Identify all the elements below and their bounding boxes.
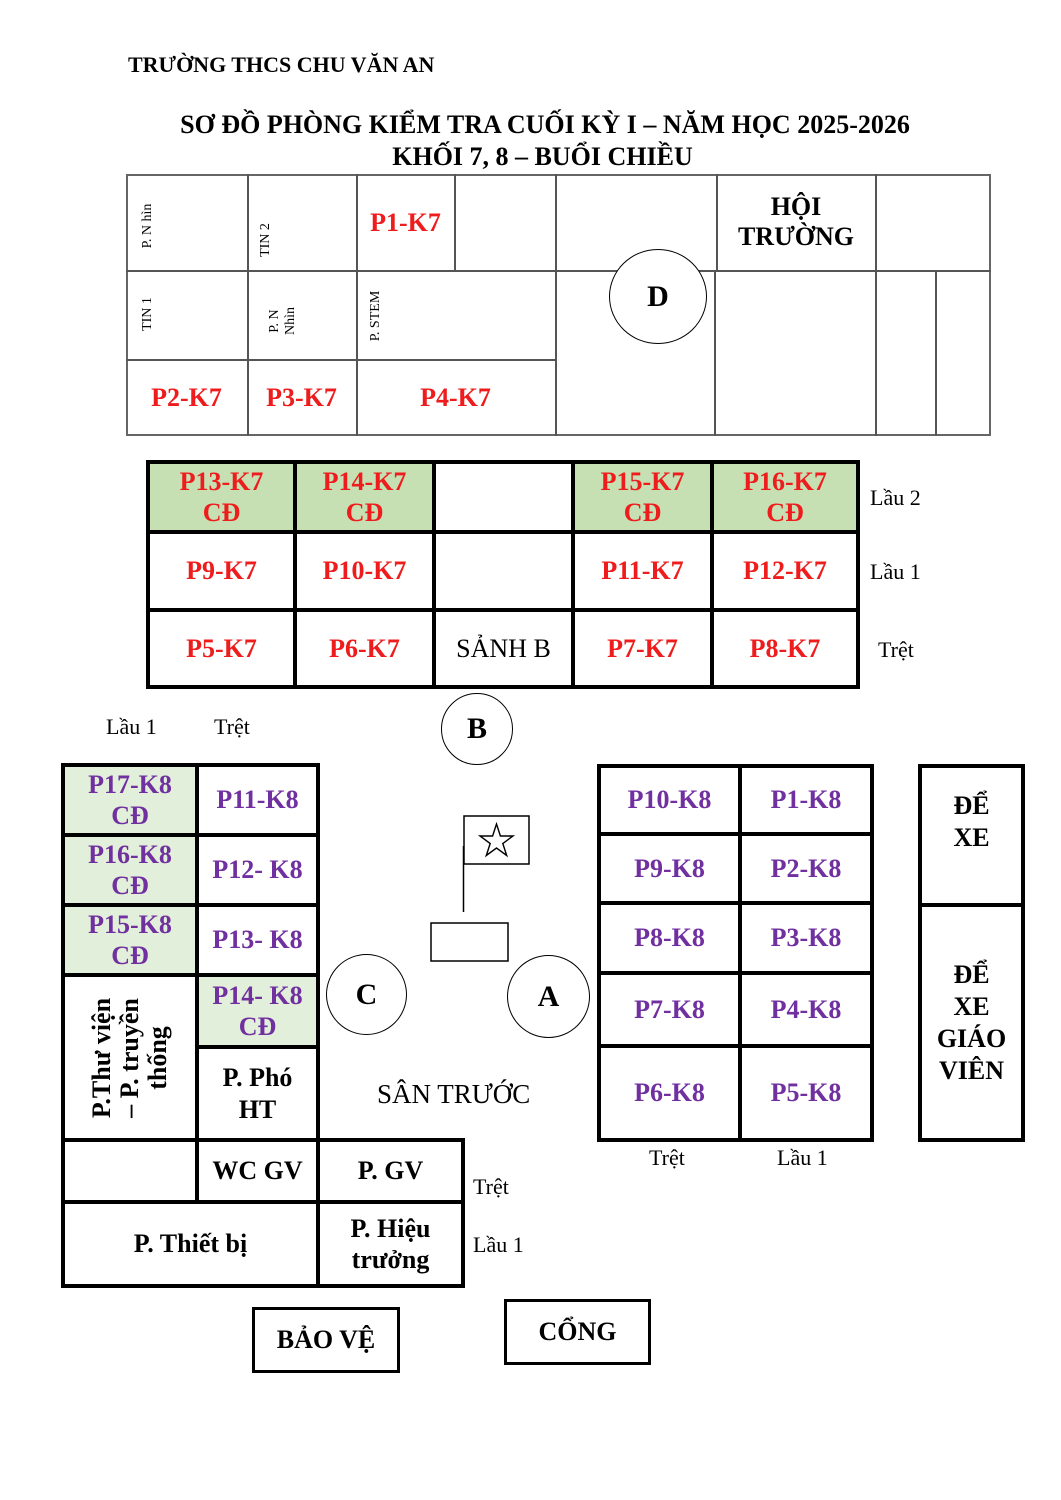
room-hoi-truong: HỘI TRƯỜNG xyxy=(716,186,876,258)
floor-label-lau1-c: Lầu 1 xyxy=(473,1232,524,1257)
floor-label-tret: Trệt xyxy=(878,637,914,662)
school-name: TRƯỜNG THCS CHU VĂN AN xyxy=(128,52,435,77)
marker-c: C xyxy=(326,954,407,1035)
room-p2-k7: P2-K7 xyxy=(151,383,222,412)
grid-line xyxy=(555,174,557,436)
grid-line xyxy=(714,270,716,436)
page-subtitle: KHỐI 7, 8 – BUỔI CHIỀU xyxy=(392,142,693,171)
room-empty-c xyxy=(61,1138,199,1204)
grid-line xyxy=(454,174,456,271)
school-gate: CỔNG xyxy=(504,1299,651,1365)
room-p2-k8: P2-K8 xyxy=(738,832,874,905)
room-p8-k7: P8-K7 xyxy=(710,608,860,689)
room-p10-k8: P10-K8 xyxy=(597,764,742,836)
room-p11-k7: P11-K7 xyxy=(571,530,714,612)
page-title: SƠ ĐỒ PHÒNG KIỂM TRA CUỐI KỲ I – NĂM HỌC… xyxy=(180,110,910,139)
building-d-outline xyxy=(126,174,991,436)
grid-line xyxy=(875,174,877,436)
room-p12-k8: P12- K8 xyxy=(195,833,320,907)
grid-line xyxy=(126,359,556,361)
room-tin1: TIN 1 xyxy=(140,297,155,331)
room-p7-k8: P7-K8 xyxy=(597,971,742,1048)
guard-house: BẢO VỆ xyxy=(252,1307,400,1373)
room-p12-k7: P12-K7 xyxy=(710,530,860,612)
room-p9-k8: P9-K8 xyxy=(597,832,742,905)
room-p1-k7: P1-K7 xyxy=(370,207,441,237)
room-p6-k7: P6-K7 xyxy=(293,608,436,689)
room-p5-k7: P5-K7 xyxy=(146,608,297,689)
room-p1-k8: P1-K8 xyxy=(738,764,874,836)
hoi-truong-line2: TRƯỜNG xyxy=(737,222,855,251)
room-empty-lau1 xyxy=(432,530,575,612)
col-label-lau1-a: Lầu 1 xyxy=(777,1145,828,1170)
hoi-truong-line1: HỘI xyxy=(770,192,822,221)
room-p9-k7: P9-K7 xyxy=(146,530,297,612)
floor-label-lau1: Lầu 1 xyxy=(870,559,921,584)
room-p13-k8: P13- K8 xyxy=(195,903,320,977)
col-label-tret-a: Trệt xyxy=(649,1145,685,1170)
marker-d: D xyxy=(609,249,707,344)
room-p7-k7: P7-K7 xyxy=(571,608,714,689)
room-thiet-bi: P. Thiết bị xyxy=(61,1200,320,1288)
col-label-tret: Trệt xyxy=(214,714,250,739)
room-p-nhin-top: P. N hìn xyxy=(140,203,155,249)
room-wc-gv: WC GV xyxy=(195,1138,320,1204)
grid-line xyxy=(247,174,249,436)
col-label-lau1: Lầu 1 xyxy=(106,714,157,739)
room-p5-k8: P5-K8 xyxy=(738,1044,874,1142)
star-icon xyxy=(477,821,516,858)
room-empty-lau2 xyxy=(432,460,575,534)
floor-label-tret-c: Trệt xyxy=(473,1174,509,1199)
room-stem: P. STEM xyxy=(368,290,383,342)
room-p4-k8: P4-K8 xyxy=(738,971,874,1048)
grid-line xyxy=(935,270,937,436)
room-p6-k8: P6-K8 xyxy=(597,1044,742,1142)
room-p8-k8: P8-K8 xyxy=(597,901,742,975)
room-p3-k8: P3-K8 xyxy=(738,901,874,975)
room-p-gv: P. GV xyxy=(316,1138,465,1204)
san-truoc-label: SÂN TRƯỚC xyxy=(377,1079,531,1109)
room-p3-k7: P3-K7 xyxy=(266,383,337,412)
grid-line xyxy=(126,270,991,272)
room-p-nhin: P. N Nhìn xyxy=(267,307,298,335)
marker-b: B xyxy=(441,693,513,765)
grid-line xyxy=(716,174,718,271)
floor-label-lau2: Lầu 2 xyxy=(870,485,921,510)
grid-line xyxy=(356,174,358,436)
flag-icon xyxy=(430,815,530,962)
marker-a: A xyxy=(507,955,590,1038)
sanh-b: SẢNH B xyxy=(432,608,575,689)
room-p4-k7: P4-K7 xyxy=(420,383,491,412)
room-p10-k7: P10-K7 xyxy=(293,530,436,612)
room-tin2: TIN 2 xyxy=(258,223,273,257)
room-p11-k8: P11-K8 xyxy=(195,763,320,837)
